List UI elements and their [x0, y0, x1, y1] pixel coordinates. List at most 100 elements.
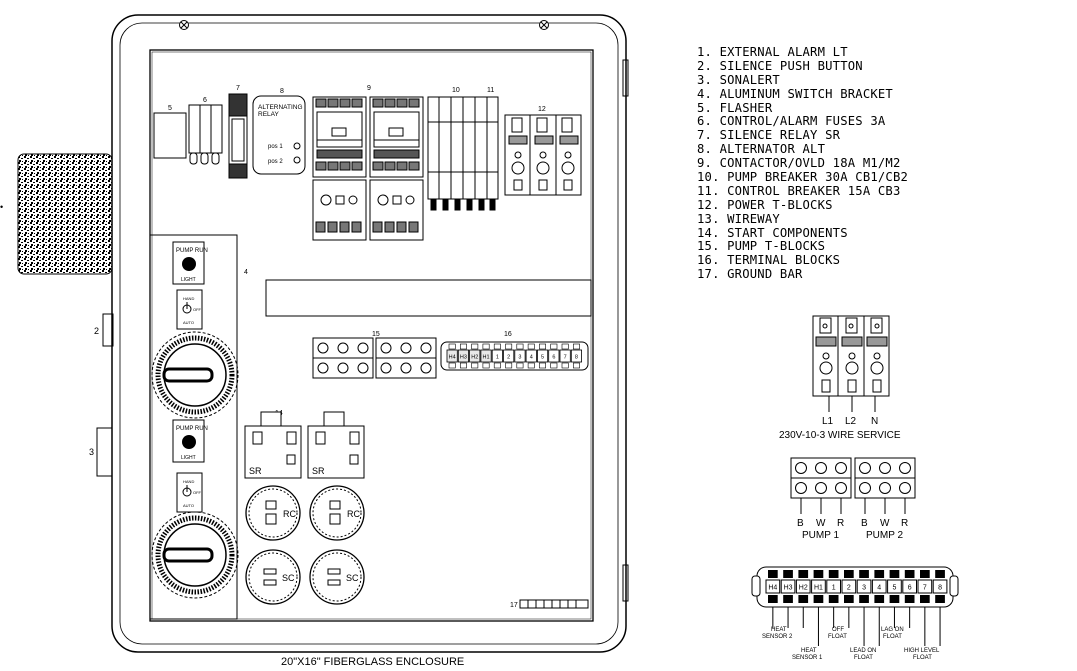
silence-relay [228, 93, 248, 179]
run-capacitor-1: RC [245, 485, 301, 541]
detail-screw [920, 570, 930, 578]
hoa-switch-1: HAND OFF AUTO [176, 289, 203, 330]
detail-screw [798, 570, 809, 578]
pump2-wire-w: W [880, 518, 890, 529]
strip-screw [527, 362, 535, 369]
start-component-1: SR [244, 411, 302, 479]
detail-screw [813, 595, 824, 603]
legend-item: 17. GROUND BAR [697, 267, 803, 282]
detail-cell [887, 579, 902, 594]
strip-cell-label: H3 [460, 355, 467, 361]
detail-cell-label: 5 [892, 585, 896, 592]
legend-item: 13. WIREWAY [697, 211, 780, 226]
detail-screw [828, 595, 839, 603]
legend-item: 10. PUMP BREAKER 30A CB1/CB2 [697, 170, 909, 185]
strip-screw [539, 362, 547, 369]
detail-screw [813, 570, 824, 578]
legend-item: 8. ALTERNATOR ALT [697, 142, 826, 157]
enclosure [111, 14, 627, 653]
callout-4: 4 [244, 269, 248, 276]
terminal-l1: L1 [822, 416, 834, 427]
strip-screw [482, 362, 490, 369]
detail-cell-label: H4 [768, 585, 777, 592]
strip-cell [548, 349, 560, 363]
lead-on-float-label-a: LEAD ON [850, 648, 876, 654]
strip-screw [516, 362, 524, 369]
detail-cell-label: 6 [908, 585, 912, 592]
detail-screw [844, 595, 854, 603]
strip-screw [471, 362, 479, 369]
strip-cell-label: 1 [496, 355, 499, 361]
strip-screw [572, 362, 580, 369]
pump1-wire-w: W [816, 518, 826, 529]
relay-pos-1-label: pos 1 [268, 144, 283, 150]
callout-11: 11 [487, 87, 494, 94]
callout-12: 12 [538, 106, 546, 113]
silence-push-button [102, 313, 114, 347]
terminal-n: N [871, 416, 878, 427]
strip-cell [537, 349, 549, 363]
detail-cell [811, 579, 826, 594]
svg-text:PUMP RUN: PUMP RUN [176, 248, 208, 254]
svg-text:HAND: HAND [183, 296, 194, 301]
timer-dial-2 [151, 511, 239, 599]
detail-cell [902, 579, 917, 594]
callout-8: 8 [280, 88, 284, 95]
hoa-switch-2: HAND OFF AUTO [176, 472, 203, 513]
external-alarm-light [17, 153, 113, 275]
legend-item: 6. CONTROL/ALARM FUSES 3A [697, 114, 886, 129]
detail-cell-label: H2 [799, 585, 808, 592]
strip-screw [448, 343, 456, 350]
detail-screw [935, 595, 945, 603]
svg-text:AUTO: AUTO [183, 503, 194, 508]
heat-sensor-1-label-a: HEAT [801, 648, 817, 654]
strip-screw [448, 362, 456, 369]
detail-cell-label: 7 [923, 585, 927, 592]
svg-text:OFF: OFF [193, 490, 202, 495]
power-tblocks [504, 114, 582, 196]
strip-screw [550, 362, 558, 369]
strip-cell [446, 349, 458, 363]
detail-cell [780, 579, 796, 594]
sonalert [96, 427, 113, 477]
detail-screw [859, 595, 869, 603]
strip-screw [561, 343, 569, 350]
strip-screw [505, 343, 513, 350]
callout-6: 6 [203, 97, 207, 104]
detail-screw [783, 595, 793, 603]
detail-cell [871, 579, 887, 594]
detail-screw [904, 570, 915, 578]
strip-screw [459, 343, 467, 350]
pump-breakers [427, 96, 499, 211]
callout-7: 7 [236, 85, 240, 92]
detail-cell-label: 2 [847, 585, 851, 592]
high-level-float-label-a: HIGH LEVEL [904, 648, 940, 654]
strip-cell [480, 349, 492, 363]
lag-on-float-label-b: FLOAT [883, 634, 902, 640]
relay-pos-2-label: pos 2 [268, 159, 283, 165]
strip-cell [525, 349, 537, 363]
strip-screw [493, 362, 501, 369]
strip-screw [516, 343, 524, 350]
high-level-float-label-b: FLOAT [913, 655, 932, 661]
strip-cell [469, 349, 481, 363]
strip-cell-label: 4 [530, 355, 533, 361]
svg-text:LIGHT: LIGHT [181, 455, 196, 461]
strip-cell-label: 8 [575, 355, 578, 361]
heat-sensor-2-label-a: HEAT [771, 627, 787, 633]
callout-3: 3 [89, 447, 94, 457]
svg-text:RC: RC [283, 509, 296, 519]
detail-cell [765, 579, 781, 594]
detail-screw [798, 595, 809, 603]
detail-screw [889, 595, 900, 603]
legend-item: 9. CONTACTOR/OVLD 18A M1/M2 [697, 156, 901, 171]
ground-bar [519, 599, 589, 609]
legend-item: 15. PUMP T-BLOCKS [697, 239, 826, 254]
legend-item: 11. CONTROL BREAKER 15A CB3 [697, 183, 901, 198]
power-tblock-detail [812, 315, 890, 412]
heat-sensor-1-label-b: SENSOR 1 [792, 655, 823, 661]
strip-cell [457, 349, 469, 363]
strip-cell-label: H1 [483, 355, 490, 361]
strip-screw [493, 343, 501, 350]
